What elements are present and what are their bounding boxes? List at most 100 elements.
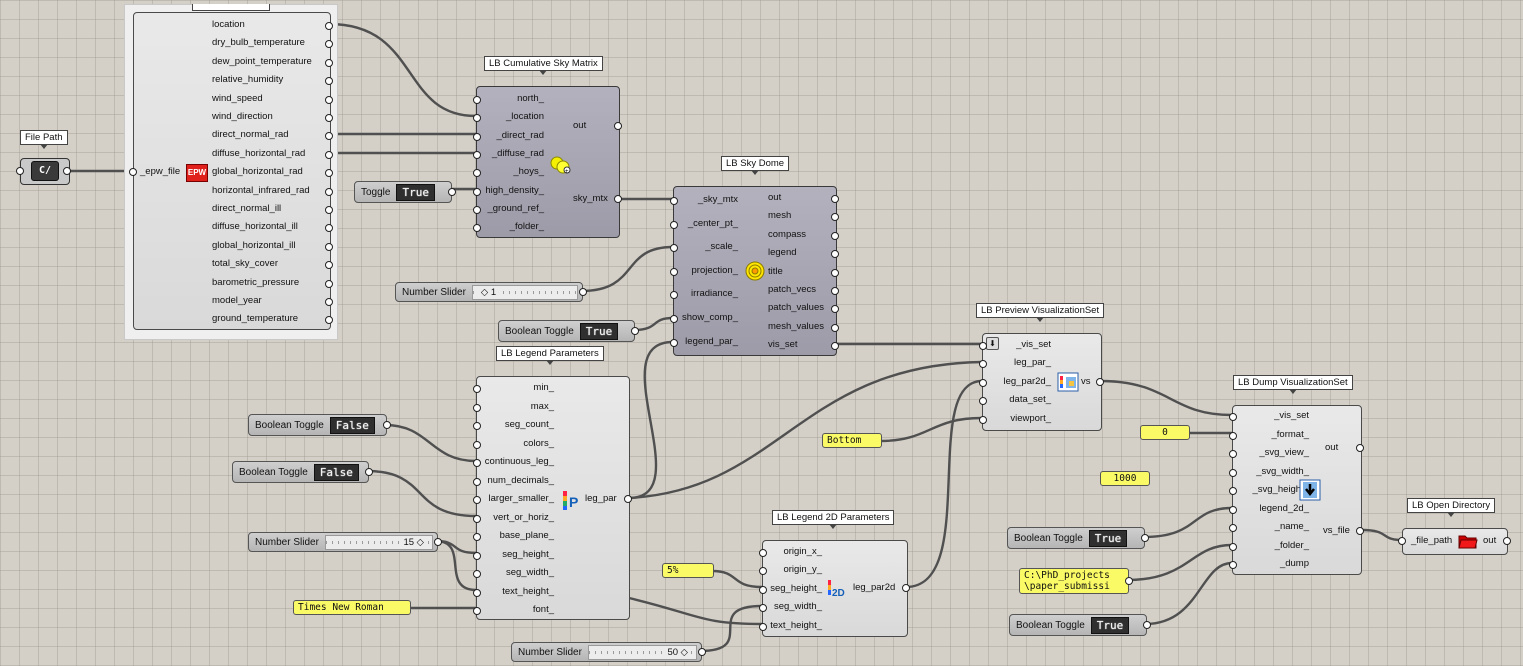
sky-dome-out-grip[interactable]: [831, 213, 839, 222]
epw-input-grip[interactable]: [129, 168, 137, 176]
sky-dome-in-grip[interactable]: [670, 197, 678, 205]
dump-vis-in-grip[interactable]: [1229, 524, 1237, 532]
epw-out-grip[interactable]: [325, 242, 333, 251]
open-dir-input-grip[interactable]: [1398, 537, 1406, 545]
number-slider-scale[interactable]: Number Slider ◇ 1: [395, 282, 587, 302]
format-panel[interactable]: 0: [1140, 425, 1190, 440]
legend-params-in-grip[interactable]: [473, 385, 481, 393]
sky-matrix-component[interactable]: out sky_mtx + north__location_direct_rad…: [473, 86, 622, 238]
sky-dome-in-grip[interactable]: [670, 338, 678, 347]
number-slider-text-height[interactable]: Number Slider 50 ◇: [511, 642, 706, 662]
sky-dome-in-grip[interactable]: [670, 267, 678, 276]
sky-dome-in-grip[interactable]: [670, 291, 678, 300]
legend-2d-output-grip[interactable]: [902, 584, 910, 592]
sky-matrix-in-grip[interactable]: [473, 205, 481, 214]
dump-vis-component[interactable]: out vs_file _vis_set_format__svg_view__s…: [1229, 405, 1364, 575]
output-grip[interactable]: [1141, 534, 1149, 542]
preview-vis-in-grip[interactable]: [979, 360, 987, 369]
boolean-toggle-continuous[interactable]: Boolean Toggle False: [248, 414, 391, 436]
sky-dome-out-grip[interactable]: [831, 323, 839, 332]
sky-dome-out-grip[interactable]: [831, 195, 839, 203]
sky-dome-out-grip[interactable]: [831, 231, 839, 240]
dump-vis-in-grip[interactable]: [1229, 561, 1237, 569]
sky-dome-in-grip[interactable]: [670, 244, 678, 253]
slider-track[interactable]: 15 ◇: [324, 534, 433, 550]
legend-2d-in-grip[interactable]: [759, 567, 767, 576]
legend-params-in-grip[interactable]: [473, 607, 481, 615]
output-grip[interactable]: [434, 538, 442, 546]
epw-out-grip[interactable]: [325, 298, 333, 306]
epw-out-grip[interactable]: [325, 58, 333, 67]
boolean-toggle-larger-smaller[interactable]: Boolean Toggle False: [232, 461, 373, 483]
output-grip[interactable]: [631, 327, 639, 335]
output-grip[interactable]: [383, 421, 391, 429]
epw-out-grip[interactable]: [325, 187, 333, 196]
sky-dome-in-grip[interactable]: [670, 220, 678, 229]
epw-out-grip[interactable]: [325, 224, 333, 233]
dump-vis-in-grip[interactable]: [1229, 542, 1237, 551]
sky-dome-out-grip[interactable]: [831, 305, 839, 314]
toggle-value[interactable]: True: [1088, 529, 1128, 547]
legend-params-component[interactable]: leg_par P min_max_seg_count_colors_conti…: [473, 376, 632, 620]
dump-vis-in-grip[interactable]: [1229, 468, 1237, 477]
number-slider-seg[interactable]: Number Slider 15 ◇: [248, 532, 442, 552]
legend-2d-component[interactable]: leg_par2d 2D origin_x_origin_y_seg_heigh…: [759, 540, 910, 637]
legend-params-in-grip[interactable]: [473, 422, 481, 430]
legend-params-in-grip[interactable]: [473, 551, 481, 560]
sky-matrix-in-grip[interactable]: [473, 224, 481, 233]
sky-matrix-in-grip[interactable]: [473, 114, 481, 123]
sky-dome-component[interactable]: _sky_mtx_center_pt__scale_projection_irr…: [670, 186, 839, 356]
epw-out-grip[interactable]: [325, 169, 333, 178]
epw-out-grip[interactable]: [325, 279, 333, 288]
dump-vis-in-grip[interactable]: [1229, 487, 1237, 495]
legend-2d-in-grip[interactable]: [759, 604, 767, 613]
sky-dome-out-grip[interactable]: [831, 250, 839, 259]
epw-out-grip[interactable]: [325, 206, 333, 214]
output-grip[interactable]: [1143, 621, 1151, 629]
toggle-value[interactable]: True: [396, 183, 435, 201]
preview-vis-output-grip[interactable]: [1096, 378, 1104, 386]
legend-params-in-grip[interactable]: [473, 477, 481, 486]
legend-2d-in-grip[interactable]: [759, 585, 767, 594]
slider-track[interactable]: 50 ◇: [587, 644, 697, 660]
sky-matrix-in-grip[interactable]: [473, 150, 481, 159]
epw-out-grip[interactable]: [325, 316, 333, 325]
folder-panel[interactable]: C:\PhD_projects\paper_submissi: [1019, 568, 1133, 594]
toggle-value[interactable]: False: [329, 416, 375, 434]
font-panel[interactable]: Times New Roman: [293, 600, 411, 615]
sky-matrix-in-grip[interactable]: [473, 187, 481, 196]
legend-params-in-grip[interactable]: [473, 570, 481, 578]
seg-height-panel[interactable]: 5%: [662, 563, 714, 578]
dump-vis-in-grip[interactable]: [1229, 431, 1237, 440]
sky-dome-out-grip[interactable]: [831, 342, 839, 351]
preview-vis-in-grip[interactable]: [979, 397, 987, 406]
file-path-input-grip[interactable]: [16, 167, 24, 175]
legend-2d-in-grip[interactable]: [759, 549, 767, 557]
preview-vis-in-grip[interactable]: [979, 415, 987, 424]
epw-out-grip[interactable]: [325, 22, 333, 30]
output-grip[interactable]: [698, 648, 706, 656]
preview-vis-in-grip[interactable]: [979, 378, 987, 387]
toggle-high-density[interactable]: Toggle True: [354, 181, 456, 203]
legend-params-in-grip[interactable]: [473, 588, 481, 597]
output-grip[interactable]: [365, 468, 373, 476]
legend-params-in-grip[interactable]: [473, 533, 481, 541]
epw-out-grip[interactable]: [325, 95, 333, 104]
sky-matrix-in-grip[interactable]: [473, 169, 481, 178]
epw-out-grip[interactable]: [325, 114, 333, 122]
boolean-toggle-name[interactable]: Boolean Toggle True: [1007, 527, 1149, 549]
dump-vis-in-grip[interactable]: [1229, 450, 1237, 458]
output-grip[interactable]: [1125, 577, 1133, 585]
preview-vis-in-grip[interactable]: [979, 342, 987, 350]
width-panel[interactable]: 1000: [1100, 471, 1150, 486]
file-path-output-grip[interactable]: [63, 167, 71, 175]
toggle-value[interactable]: True: [579, 322, 619, 340]
output-grip[interactable]: [579, 288, 587, 296]
legend-params-in-grip[interactable]: [473, 440, 481, 449]
slider-track[interactable]: ◇ 1: [471, 284, 578, 300]
toggle-value[interactable]: False: [313, 463, 359, 481]
legend-params-output-grip[interactable]: [624, 495, 632, 503]
legend-params-in-grip[interactable]: [473, 459, 481, 467]
